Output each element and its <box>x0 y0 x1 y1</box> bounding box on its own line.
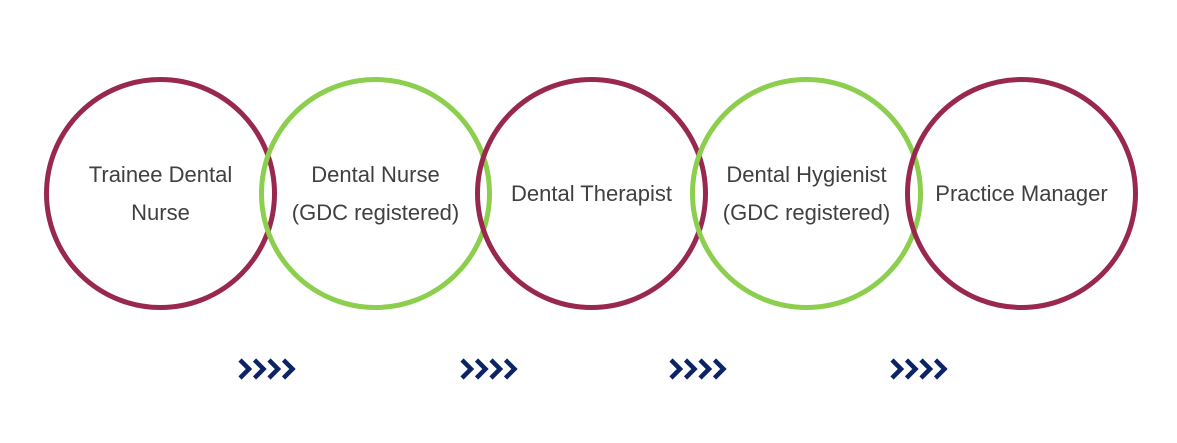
stage-label-line: Dental Nurse <box>311 161 440 187</box>
chevron-right-icon <box>489 358 504 380</box>
stage-label-line: (GDC registered) <box>291 199 460 225</box>
stage-dental-therapist: Dental Therapist <box>475 77 708 310</box>
chevron-right-icon <box>712 358 727 380</box>
chevron-right-icon <box>503 358 518 380</box>
chevron-right-icon <box>474 358 489 380</box>
progress-arrow-icon <box>669 358 727 380</box>
stage-label: Dental Nurse (GDC registered) <box>292 156 459 232</box>
stage-label-line: Dental Therapist <box>510 180 672 206</box>
chevron-right-icon <box>669 358 684 380</box>
stage-label: Trainee Dental Nurse <box>89 156 232 232</box>
stage-label-line: Dental Hygienist <box>726 161 887 187</box>
stage-label-line: (GDC registered) <box>722 199 891 225</box>
chevron-right-icon <box>904 358 919 380</box>
stage-label-line: Nurse <box>131 199 190 225</box>
chevron-right-icon <box>683 358 698 380</box>
chevron-right-icon <box>238 358 253 380</box>
stage-label-line: Practice Manager <box>935 180 1108 206</box>
chevron-right-icon <box>281 358 296 380</box>
stage-label: Dental Hygienist (GDC registered) <box>723 156 890 232</box>
stage-label: Practice Manager <box>935 175 1107 213</box>
chevron-right-icon <box>267 358 282 380</box>
chevron-right-icon <box>698 358 713 380</box>
chevron-right-icon <box>933 358 948 380</box>
stage-label: Dental Therapist <box>511 175 672 213</box>
chevron-right-icon <box>460 358 475 380</box>
progress-arrow-icon <box>890 358 948 380</box>
progress-arrow-icon <box>238 358 296 380</box>
stage-dental-nurse: Dental Nurse (GDC registered) <box>259 77 492 310</box>
chevron-right-icon <box>252 358 267 380</box>
chevron-right-icon <box>919 358 934 380</box>
stage-practice-manager: Practice Manager <box>905 77 1138 310</box>
stage-dental-hygienist: Dental Hygienist (GDC registered) <box>690 77 923 310</box>
stage-label-line: Trainee Dental <box>88 161 233 187</box>
stage-trainee-dental-nurse: Trainee Dental Nurse <box>44 77 277 310</box>
progress-arrow-icon <box>460 358 518 380</box>
chevron-right-icon <box>890 358 905 380</box>
